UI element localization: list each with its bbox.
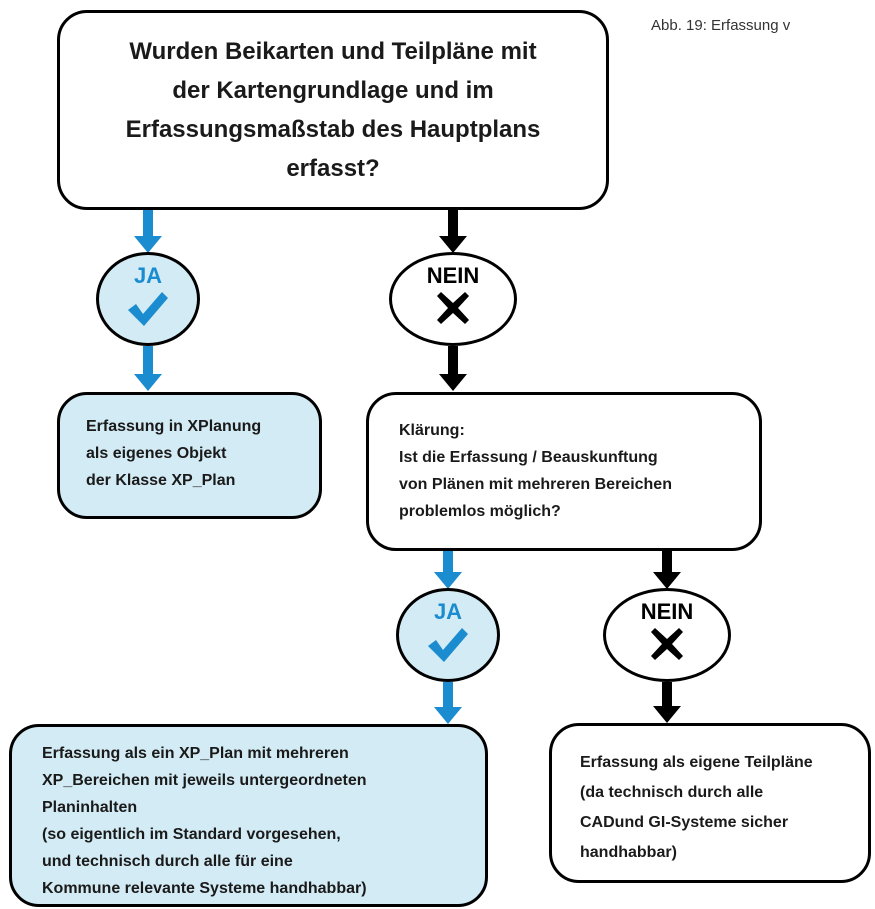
result-bereiche-text: Erfassung als ein XP_Plan mit mehreren X… [42, 745, 367, 897]
no-decision-node: NEIN [603, 588, 731, 682]
arrow-down-black-icon [439, 346, 467, 391]
result-xp-plan-text: Erfassung in XPlanung als eigenes Objekt… [86, 418, 262, 489]
result-teilplaene-text: Erfassung als eigene Teilpläne (da techn… [580, 754, 813, 861]
arrow-down-blue-icon [434, 551, 462, 589]
yes-label: JA [133, 263, 163, 288]
checkmark-icon [128, 292, 168, 326]
result-bereiche-box: Erfassung als ein XP_Plan mit mehreren X… [9, 724, 488, 907]
no-label: NEIN [426, 263, 480, 288]
cross-icon [651, 628, 683, 660]
arrow-down-blue-icon [134, 346, 162, 391]
clarification-question-text: Klärung: Ist die Erfassung / Beauskunftu… [399, 422, 672, 520]
no-label: NEIN [640, 599, 694, 624]
figure-caption: Abb. 19: Erfassung v [651, 17, 791, 34]
arrow-down-black-icon [653, 682, 681, 723]
arrow-down-blue-icon [134, 210, 162, 253]
cross-icon [437, 292, 469, 324]
no-decision-node: NEIN [389, 252, 517, 346]
arrow-down-black-icon [439, 210, 467, 253]
arrow-down-black-icon [653, 551, 681, 589]
yes-decision-node: JA [96, 252, 200, 346]
result-xp-plan-box: Erfassung in XPlanung als eigenes Objekt… [57, 392, 322, 519]
main-question-box: Wurden Beikarten und Teilpläne mit der K… [57, 10, 609, 210]
main-question-text: Wurden Beikarten und Teilpläne mit der K… [125, 38, 541, 182]
arrow-down-blue-icon [434, 682, 462, 724]
yes-decision-node: JA [396, 588, 500, 682]
clarification-question-box: Klärung: Ist die Erfassung / Beauskunftu… [366, 392, 762, 551]
yes-label: JA [433, 599, 463, 624]
result-teilplaene-box: Erfassung als eigene Teilpläne (da techn… [549, 723, 871, 883]
checkmark-icon [428, 628, 468, 662]
